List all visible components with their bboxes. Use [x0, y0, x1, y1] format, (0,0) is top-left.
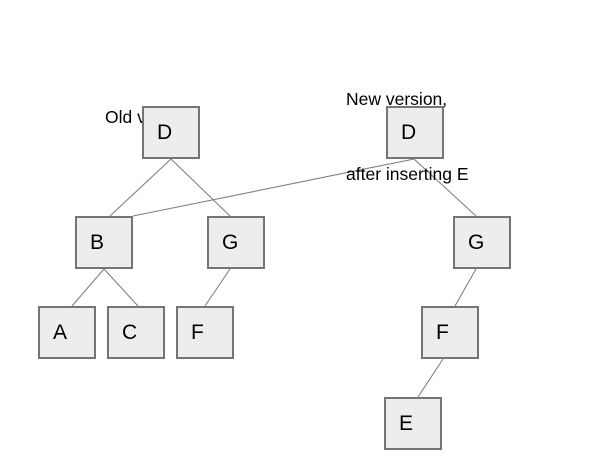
tree-node-new-f[interactable]: F	[421, 306, 479, 359]
tree-edge-old-g-to-old-f	[204, 268, 231, 307]
tree-node-label: D	[401, 121, 417, 144]
tree-node-old-a[interactable]: A	[38, 306, 96, 359]
tree-node-new-e[interactable]: E	[384, 397, 442, 450]
tree-edge-new-g-to-new-f	[454, 268, 477, 307]
tree-node-old-f[interactable]: F	[176, 306, 234, 359]
tree-edge-new-f-to-new-e	[417, 358, 444, 398]
title-new-version-line-2: after inserting E	[346, 164, 469, 184]
tree-node-old-c[interactable]: C	[107, 306, 165, 359]
tree-node-new-d[interactable]: D	[386, 106, 444, 159]
tree-node-label: A	[53, 321, 68, 344]
tree-node-label: B	[90, 231, 105, 254]
title-new-version: New version, after inserting E	[346, 37, 469, 237]
tree-node-label: C	[122, 321, 138, 344]
title-new-version-line-1: New version,	[346, 89, 448, 109]
tree-node-label: F	[191, 321, 204, 344]
tree-node-old-b[interactable]: B	[75, 216, 133, 269]
tree-node-label: D	[157, 121, 173, 144]
tree-node-label: F	[436, 321, 449, 344]
tree-node-label: E	[399, 412, 414, 435]
tree-edge-old-b-to-old-a	[71, 268, 105, 307]
tree-node-label: G	[222, 231, 239, 254]
tree-node-old-g[interactable]: G	[207, 216, 265, 269]
tree-edge-old-b-to-old-c	[103, 268, 139, 307]
tree-node-label: G	[468, 231, 485, 254]
tree-node-new-g[interactable]: G	[453, 216, 511, 269]
tree-node-old-d[interactable]: D	[142, 106, 200, 159]
